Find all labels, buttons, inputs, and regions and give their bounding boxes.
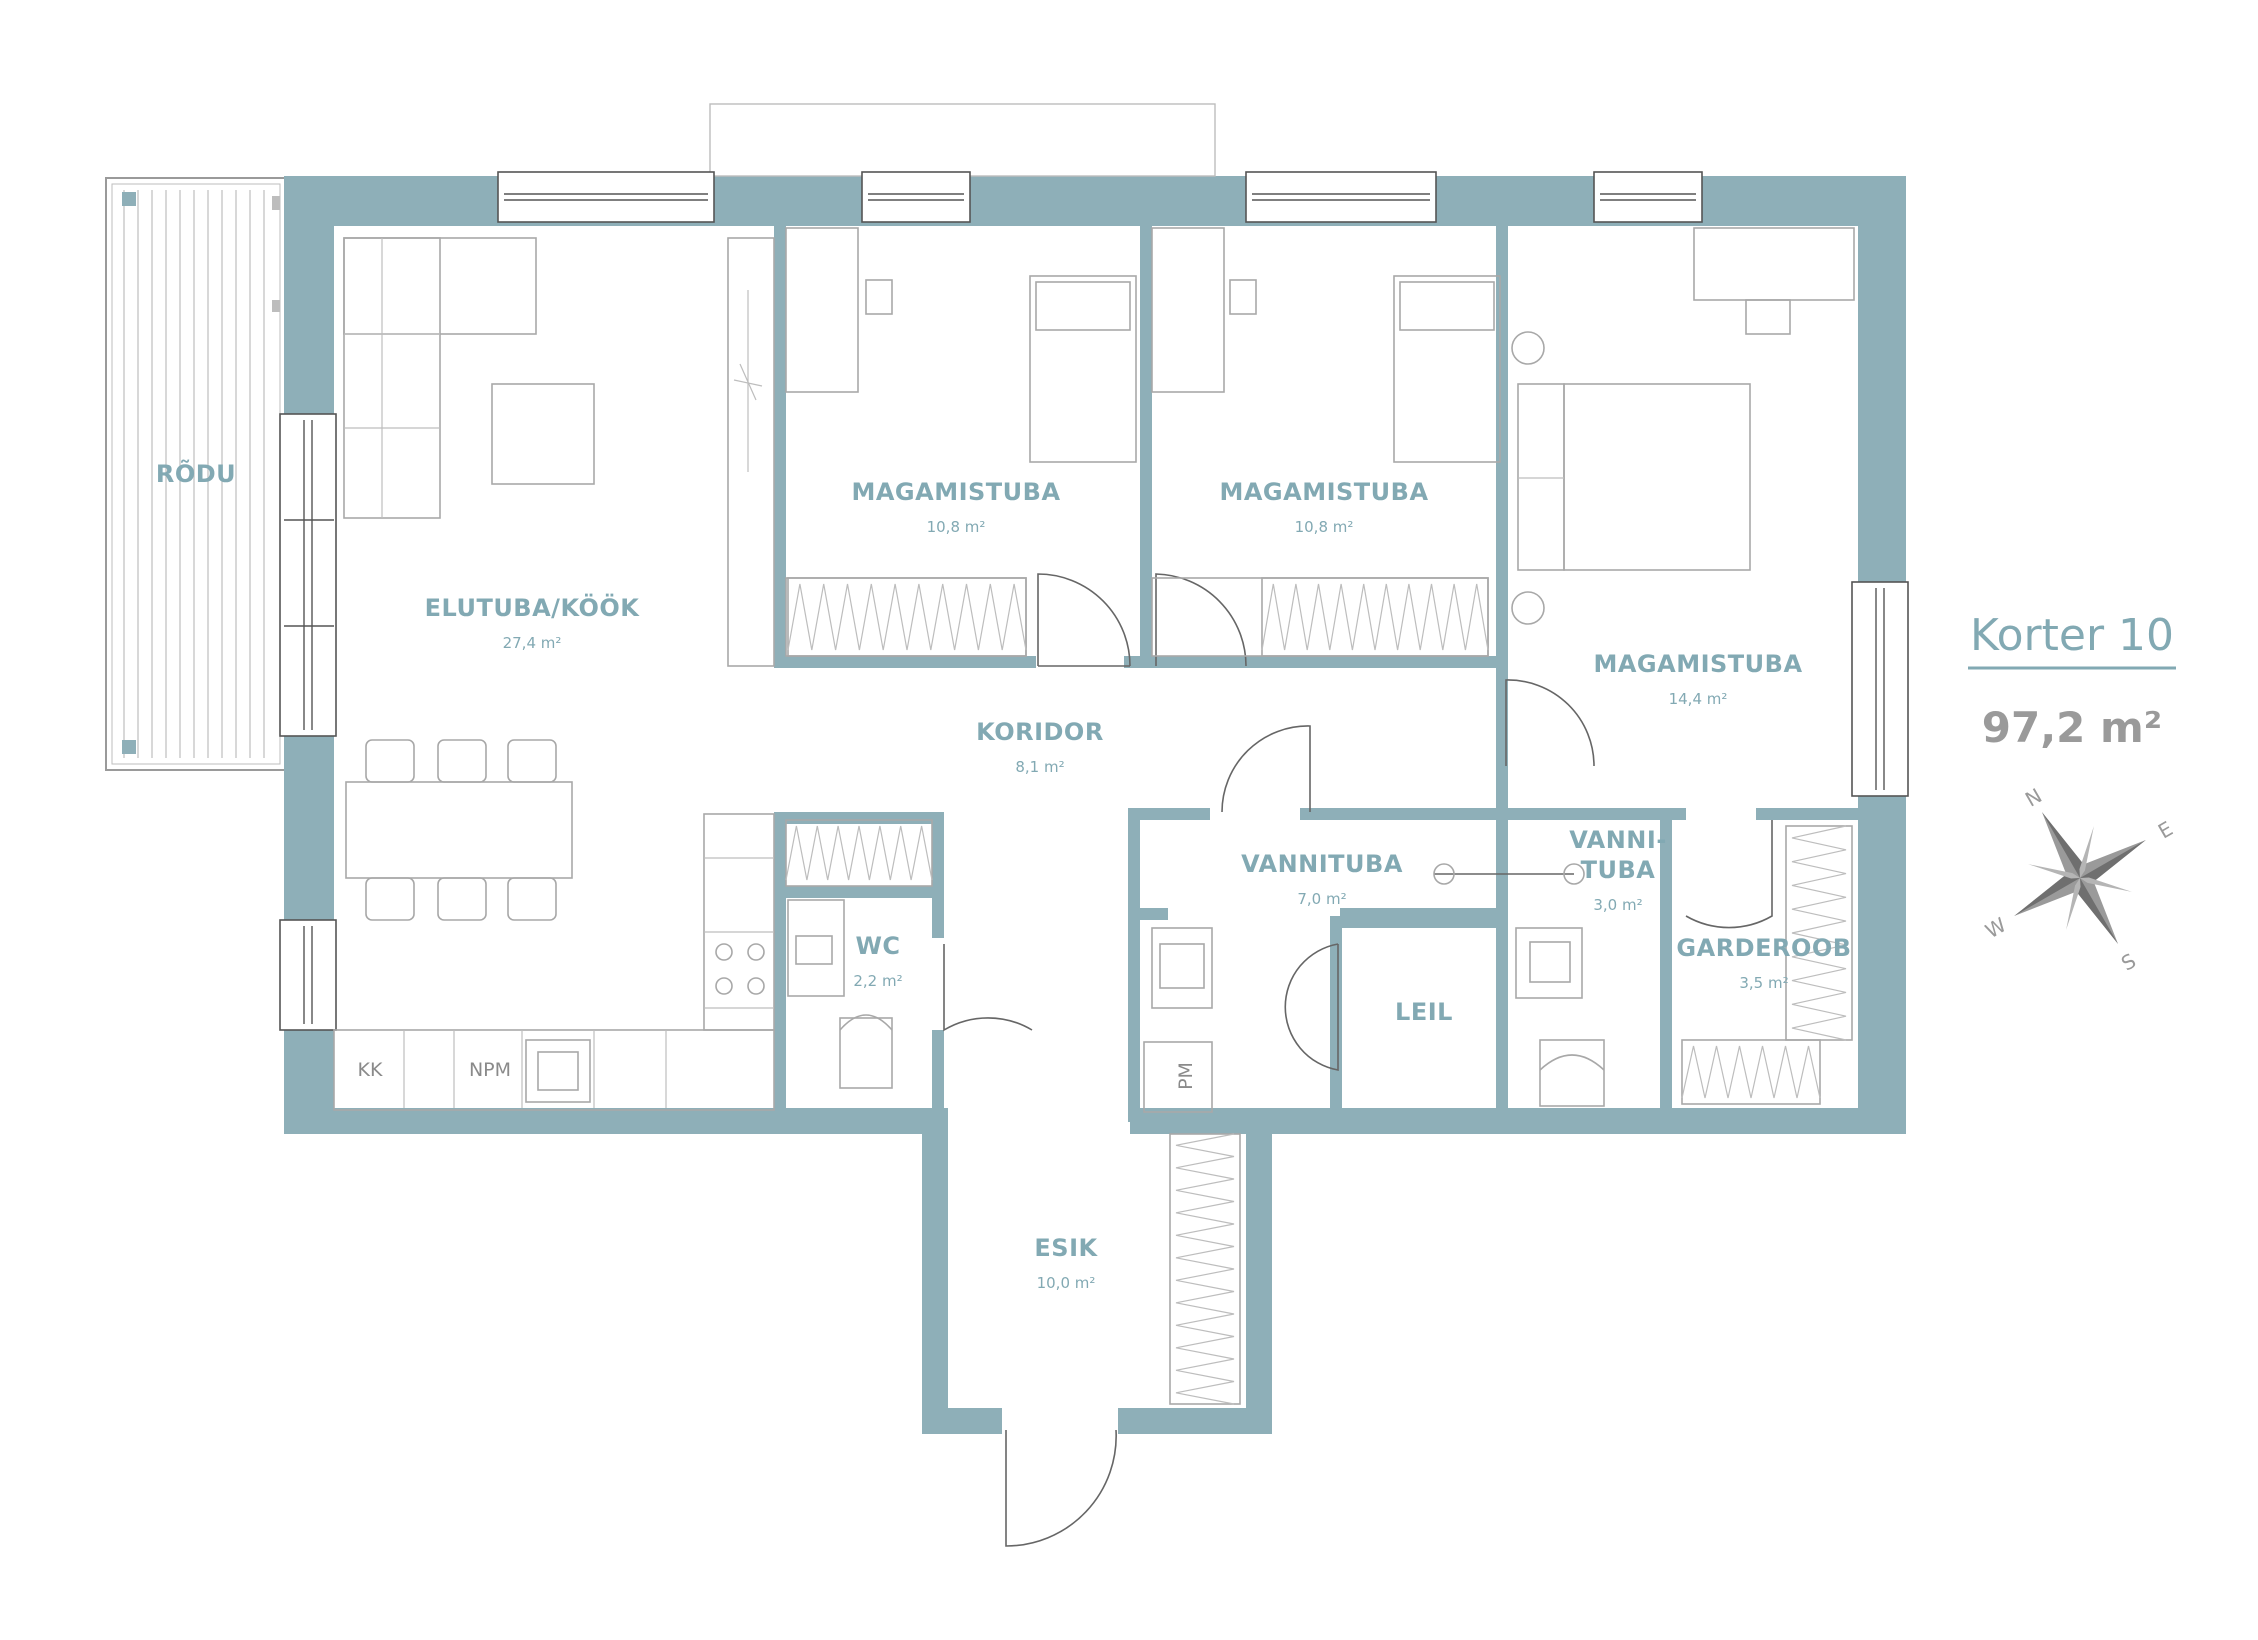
room-name-esik: ESIK (1034, 1234, 1098, 1262)
room-area-vannituba-2: 3,0 m² (1593, 896, 1642, 914)
room-labels: RÕDU ELUTUBA/KÖÖK 27,4 m² MAGAMISTUBA 10… (156, 458, 1851, 1292)
room-name-vannituba-2b: TUBA (1581, 856, 1656, 884)
room-area-wc: 2,2 m² (853, 972, 902, 990)
compass-n: N (2021, 783, 2046, 811)
room-name-magamistuba-1: MAGAMISTUBA (851, 478, 1060, 506)
room-name-rodu: RÕDU (156, 458, 236, 488)
compass-rose-icon: N E S W (1981, 783, 2177, 975)
room-area-garderoob: 3,5 m² (1739, 974, 1788, 992)
apartment-total-area: 97,2 m² (1982, 703, 2162, 752)
room-name-magamistuba-3: MAGAMISTUBA (1593, 650, 1802, 678)
kitchen (333, 813, 775, 1111)
room-area-magamistuba-2: 10,8 m² (1295, 518, 1354, 536)
room-name-koridor: KORIDOR (976, 718, 1104, 746)
room-name-magamistuba-2: MAGAMISTUBA (1219, 478, 1428, 506)
doors (943, 573, 1773, 1547)
room-name-elutuba: ELUTUBA/KÖÖK (425, 592, 641, 622)
room-area-koridor: 8,1 m² (1015, 758, 1064, 776)
bathroom-fixtures (787, 863, 1605, 1113)
room-area-magamistuba-3: 14,4 m² (1669, 690, 1728, 708)
compass-s: S (2117, 948, 2140, 975)
dining-chairs (365, 739, 557, 921)
living-furniture (343, 237, 775, 879)
room-area-elutuba: 27,4 m² (503, 634, 562, 652)
apartment-title: Korter 10 (1970, 610, 2174, 661)
apartment-info: Korter 10 97,2 m² (1968, 610, 2176, 752)
room-area-vannituba-1: 7,0 m² (1297, 890, 1346, 908)
compass-w: W (1981, 912, 2010, 943)
room-name-leil: LEIL (1395, 998, 1453, 1026)
appliance-kk: KK (358, 1059, 383, 1081)
room-area-magamistuba-1: 10,8 m² (927, 518, 986, 536)
windows (279, 103, 1909, 1031)
compass-e: E (2154, 816, 2177, 843)
room-name-vannituba-1: VANNITUBA (1241, 850, 1403, 878)
room-name-wc: WC (855, 932, 900, 960)
room-area-esik: 10,0 m² (1037, 1274, 1096, 1292)
wardrobes (785, 577, 1853, 1405)
room-name-vannituba-2a: VANNI- (1569, 826, 1667, 854)
room-name-garderoob: GARDEROOB (1676, 934, 1851, 962)
appliance-npm: NPM (469, 1059, 511, 1081)
balcony (105, 177, 287, 771)
appliance-pm: PM (1175, 1062, 1197, 1090)
